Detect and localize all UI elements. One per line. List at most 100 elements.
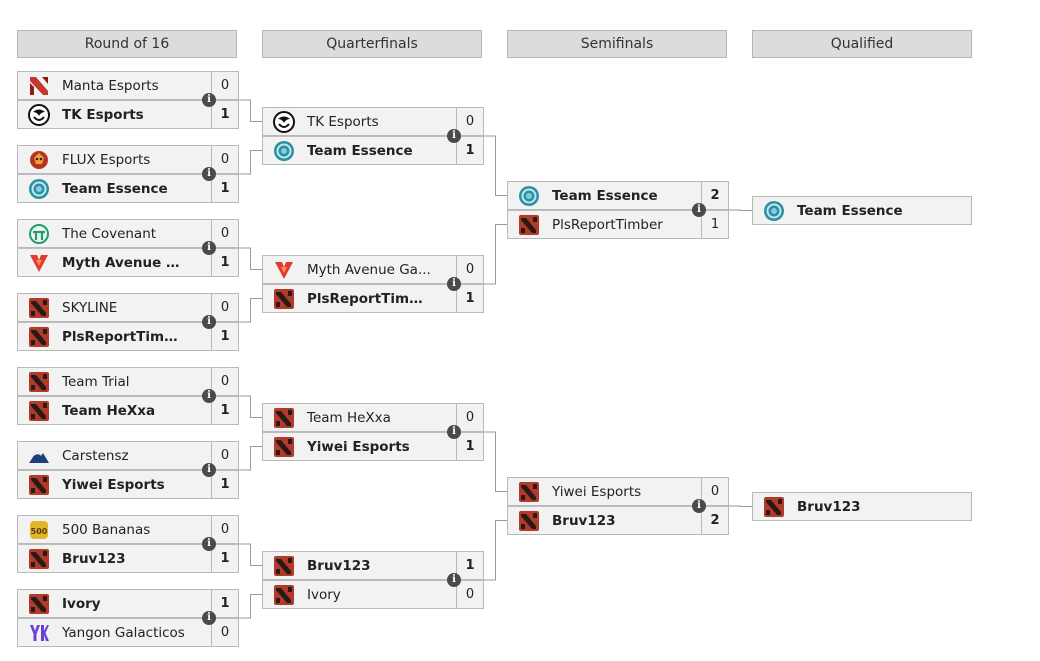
round-header-semifinals: Semifinals <box>507 30 727 58</box>
match-info-icon[interactable]: i <box>447 129 461 143</box>
team-row-ivory[interactable]: Ivory 0 <box>262 580 484 609</box>
covenant-logo-icon <box>28 223 50 245</box>
team-score: 0 <box>701 478 728 505</box>
team-score: 0 <box>211 619 238 646</box>
round-header-quarterfinals: Quarterfinals <box>262 30 482 58</box>
team-name: Yangon Galacticos <box>62 624 185 641</box>
team-score: 0 <box>211 294 238 321</box>
match-info-icon[interactable]: i <box>692 499 706 513</box>
team-row-yiwei-esports[interactable]: Yiwei Esports 0 <box>507 477 729 506</box>
team-name: Yiwei Esports <box>552 483 642 500</box>
team-score: 1 <box>211 471 238 498</box>
team-score: 1 <box>211 323 238 350</box>
match-info-icon[interactable]: i <box>202 93 216 107</box>
dota-logo-icon <box>28 593 50 615</box>
team-score: 0 <box>456 581 483 608</box>
team-name: Bruv123 <box>307 557 371 574</box>
connector-line <box>239 99 262 122</box>
dota-logo-icon <box>273 436 295 458</box>
match-info-icon[interactable]: i <box>202 537 216 551</box>
team-name: PlsReportTimber <box>552 216 663 233</box>
team-name: Team HeXxa <box>307 409 391 426</box>
match-info-icon[interactable]: i <box>692 203 706 217</box>
team-name: Ivory <box>307 586 341 603</box>
match-info-icon[interactable]: i <box>202 611 216 625</box>
svg-text:500: 500 <box>31 527 48 536</box>
team-name: Team Essence <box>62 180 168 197</box>
connector-line <box>484 224 507 285</box>
match-info-icon[interactable]: i <box>202 463 216 477</box>
team-row-yangon-galacticos[interactable]: Yangon Galacticos 0 <box>17 618 239 647</box>
connector-line <box>239 446 262 471</box>
match-info-icon[interactable]: i <box>447 277 461 291</box>
match-info-icon[interactable]: i <box>202 389 216 403</box>
team-score: 1 <box>701 211 728 238</box>
team-name: Carstensz <box>62 447 129 464</box>
yangon-logo-icon <box>28 622 50 644</box>
team-name: Team HeXxa <box>62 402 156 419</box>
team-score: 0 <box>211 516 238 543</box>
connector-line <box>484 431 507 492</box>
team-row-plsreporttimber[interactable]: PlsReportTimber 1 <box>507 210 729 239</box>
team-name: PlsReportTimber <box>62 328 187 345</box>
team-row-myth-avenue-ga[interactable]: Myth Avenue Ga...0 <box>262 255 484 284</box>
team-row-manta-esports[interactable]: Manta Esports 0 <box>17 71 239 100</box>
team-name: Bruv123 <box>552 512 616 529</box>
qualified-team-team-essence[interactable]: Team Essence <box>752 196 972 225</box>
team-name: Team Essence <box>307 142 413 159</box>
team-score: 1 <box>211 545 238 572</box>
team-name: TK Esports <box>62 106 144 123</box>
match-info-icon[interactable]: i <box>202 241 216 255</box>
team-name: Team Essence <box>797 202 903 219</box>
connector-line <box>484 135 507 196</box>
team-row-myth-avenue-ga[interactable]: Myth Avenue Ga...1 <box>17 248 239 277</box>
dota-logo-icon <box>518 510 540 532</box>
qualified-team-bruv123[interactable]: Bruv123 <box>752 492 972 521</box>
team-name: Team Trial <box>62 373 130 390</box>
team-name: Manta Esports <box>62 77 159 94</box>
team-score: 0 <box>211 72 238 99</box>
team-score: 1 <box>211 249 238 276</box>
banana-logo-icon: 500 <box>28 519 50 541</box>
team-score: 0 <box>456 256 483 283</box>
match-info-icon[interactable]: i <box>447 425 461 439</box>
dota-logo-icon <box>273 555 295 577</box>
essence-logo-icon <box>273 140 295 162</box>
match-info-icon[interactable]: i <box>202 315 216 329</box>
connector-line <box>729 505 752 507</box>
match-info-icon[interactable]: i <box>202 167 216 181</box>
dota-logo-icon <box>28 474 50 496</box>
connector-line <box>239 543 262 566</box>
match-info-icon[interactable]: i <box>447 573 461 587</box>
team-row-plsreporttimber[interactable]: PlsReportTimber 1 <box>17 322 239 351</box>
dota-logo-icon <box>518 214 540 236</box>
